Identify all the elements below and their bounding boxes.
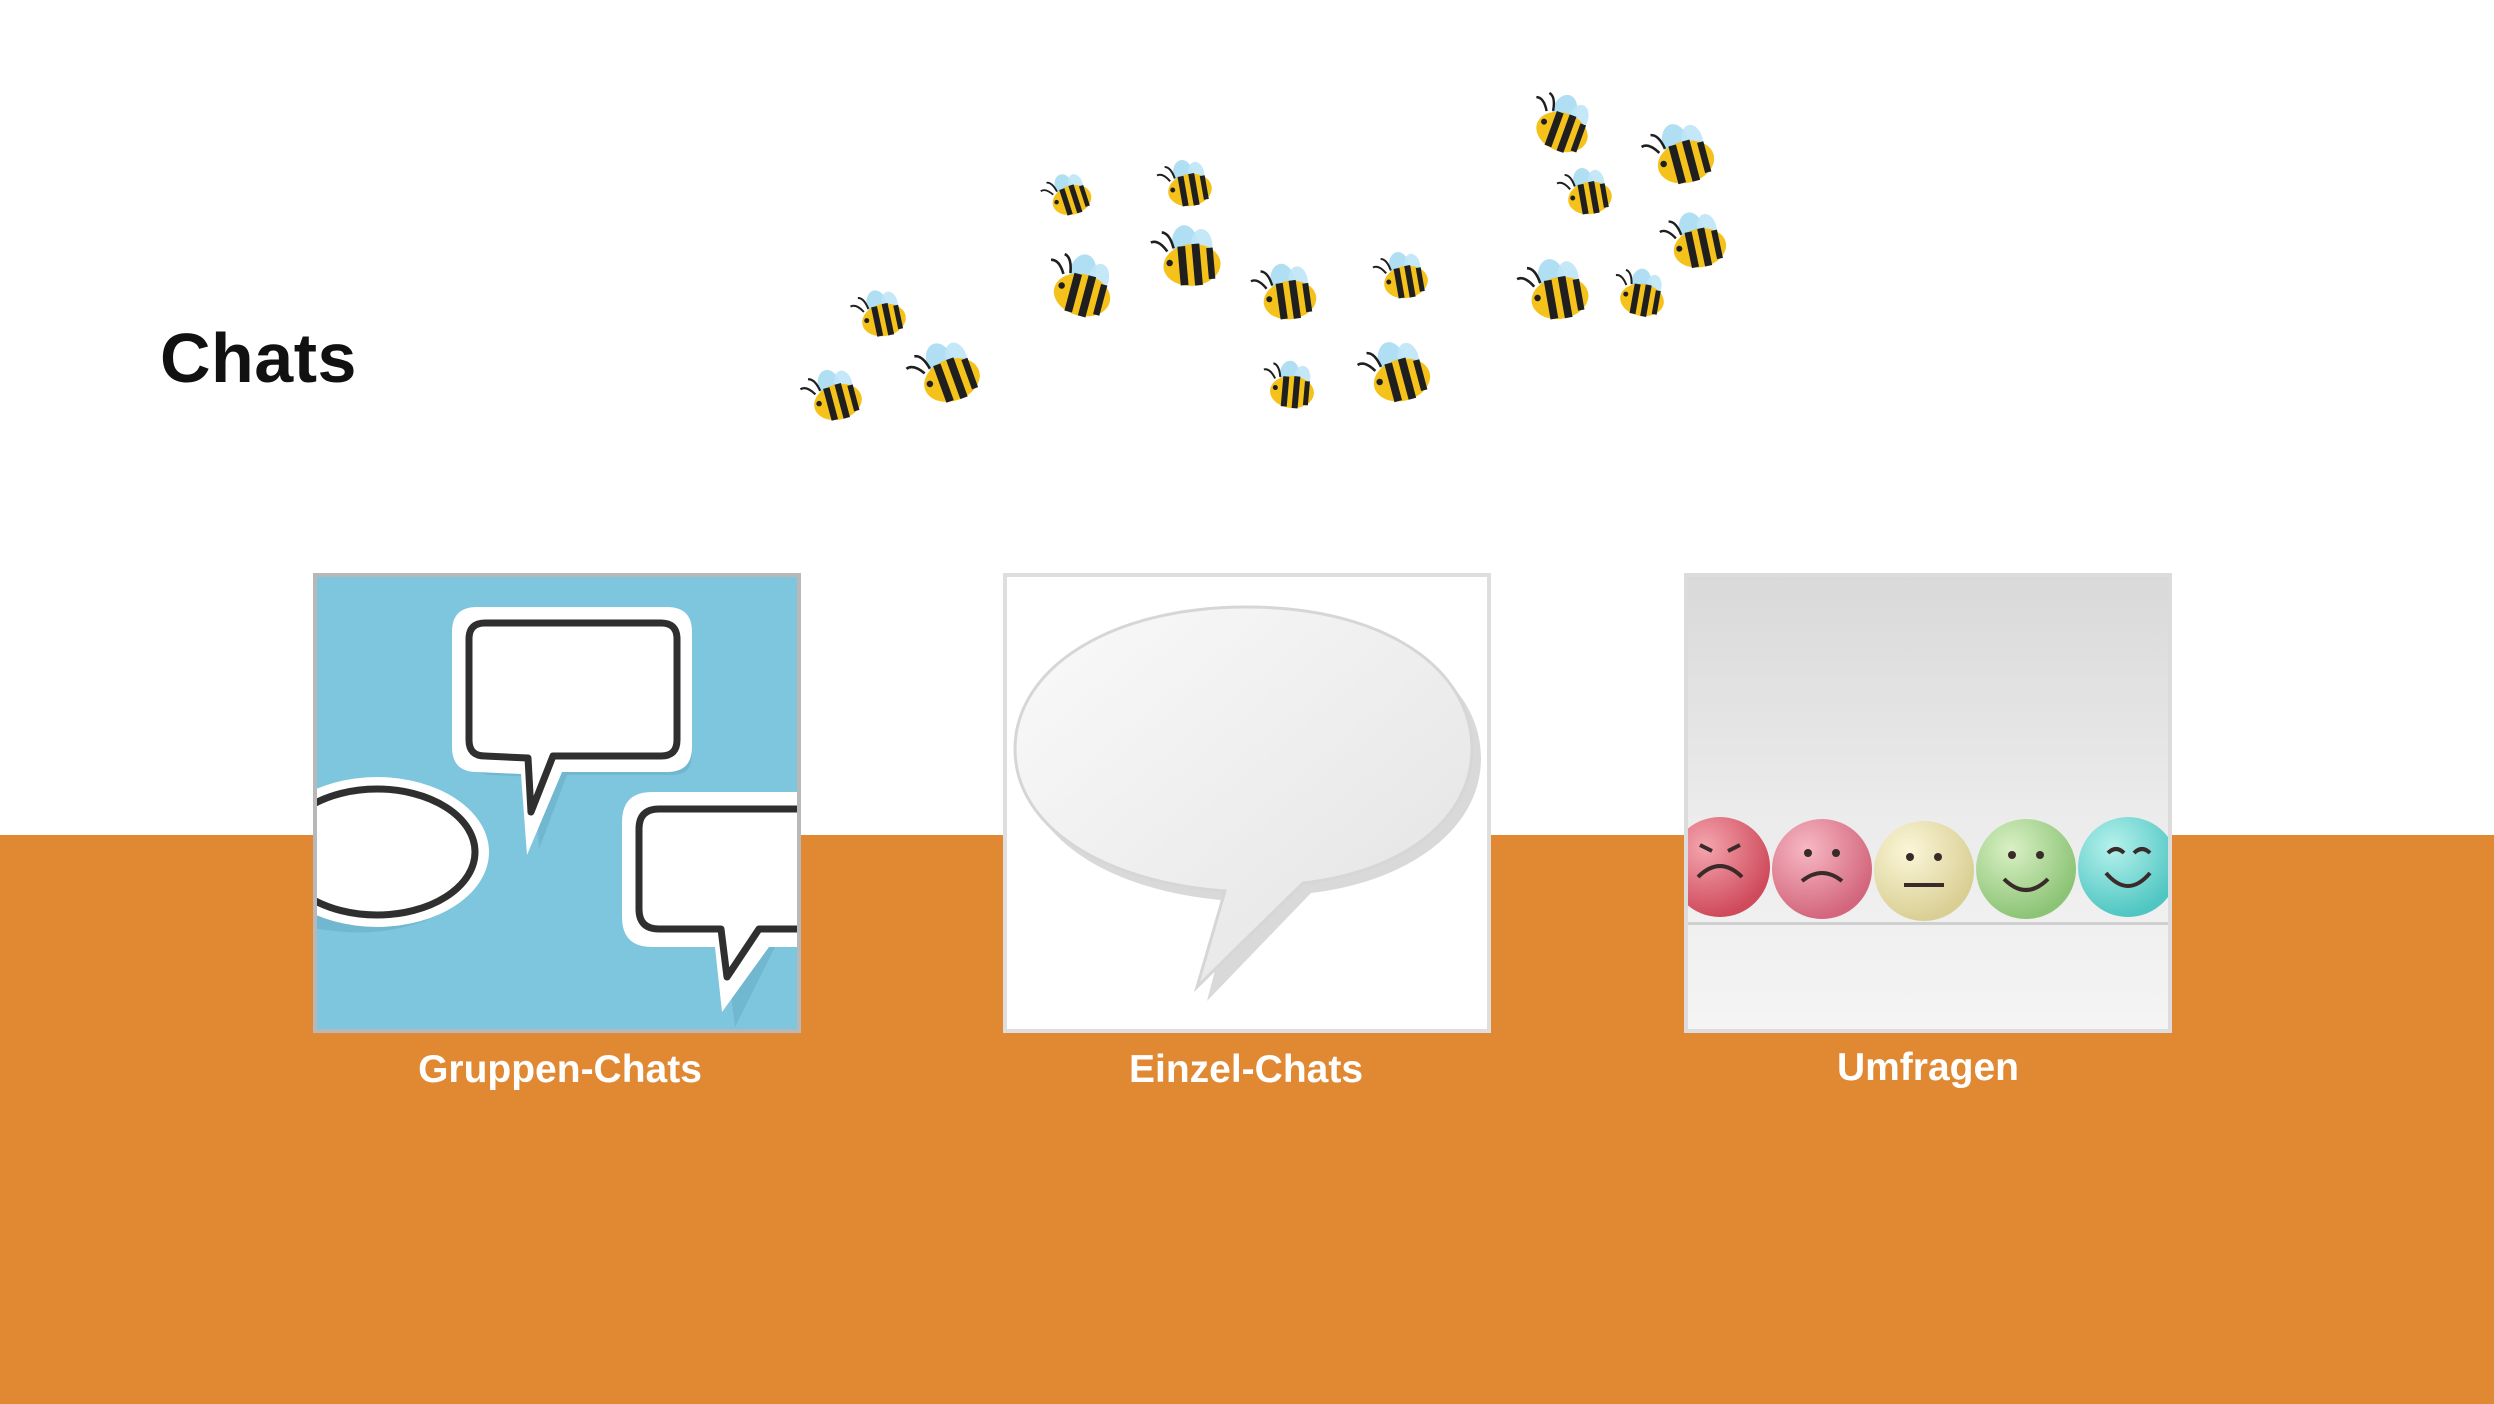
- einzel-chats-card[interactable]: [1003, 573, 1491, 1033]
- bee-icon: [1259, 357, 1318, 411]
- gruppen-chats-label[interactable]: Gruppen-Chats: [418, 1048, 702, 1091]
- bee-icon: [1554, 162, 1616, 220]
- speech-bubbles-image: [317, 577, 797, 1029]
- bee-icon: [796, 361, 868, 429]
- bee-icon: [847, 284, 910, 343]
- page-title: Chats: [160, 319, 357, 397]
- bees-decoration: [796, 83, 1732, 429]
- einzel-chats-label[interactable]: Einzel-Chats: [1128, 1048, 1364, 1091]
- bee-icon: [1513, 252, 1594, 327]
- emoji-balls-image: [1688, 577, 2168, 1029]
- bee-icon: [1148, 221, 1224, 291]
- gruppen-chats-card[interactable]: [313, 573, 801, 1033]
- umfragen-label[interactable]: Umfragen: [1836, 1046, 2020, 1089]
- bee-icon: [1154, 154, 1216, 212]
- bee-icon: [1608, 263, 1671, 321]
- bee-icon: [1655, 204, 1732, 276]
- bee-icon: [1036, 166, 1097, 223]
- speech-bubble-image: [1007, 577, 1487, 1029]
- bee-icon: [1037, 244, 1122, 324]
- bee-icon: [1520, 83, 1601, 161]
- bee-icon: [1247, 258, 1321, 326]
- bee-icon: [900, 331, 988, 415]
- bee-icon: [1370, 246, 1432, 304]
- bee-icon: [1636, 114, 1721, 194]
- bee-icon: [1352, 332, 1437, 412]
- umfragen-card[interactable]: [1684, 573, 2172, 1033]
